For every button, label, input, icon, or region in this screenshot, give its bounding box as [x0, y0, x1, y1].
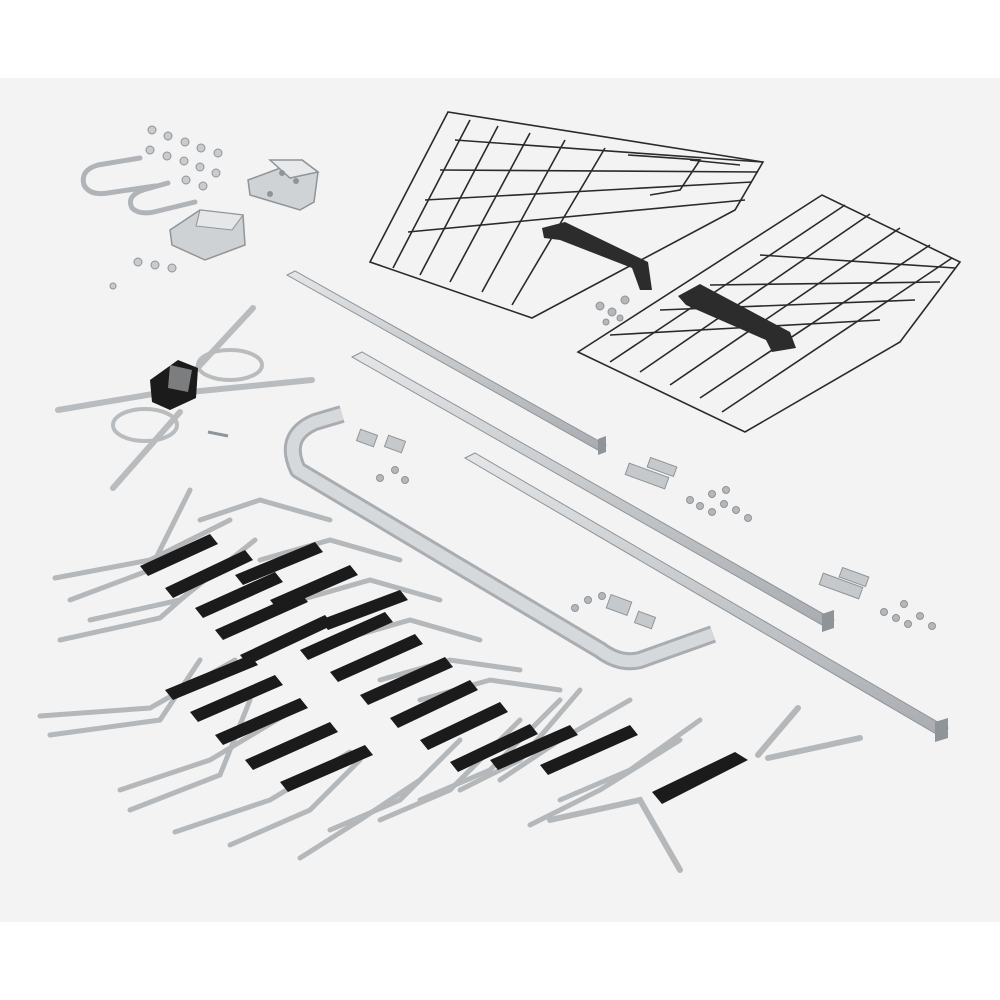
- boom-tube-3: [463, 452, 949, 742]
- hardware-cluster-top-left: [80, 125, 320, 290]
- grid-right-support-bar: [678, 284, 796, 352]
- grid-left-bolts: [595, 295, 630, 326]
- nuts-and-bolts-mid: [376, 466, 936, 630]
- loose-director-element: [547, 705, 863, 873]
- reflector-grid-left: [368, 111, 765, 319]
- nuts-and-washers: [109, 125, 223, 290]
- director-elements-pile: [37, 487, 703, 861]
- curved-support-tube: [283, 405, 717, 671]
- boom-tube-2: [350, 351, 835, 632]
- clamp-bracket: [169, 209, 246, 261]
- folded-dipole-element: [55, 305, 315, 491]
- grid-left-support-bar: [542, 222, 652, 290]
- reflector-grid-right: [576, 194, 962, 433]
- boom-tube-1: [285, 270, 607, 455]
- u-bolt: [80, 155, 198, 216]
- mounting-bracket: [247, 159, 320, 211]
- small-brackets: [355, 428, 870, 630]
